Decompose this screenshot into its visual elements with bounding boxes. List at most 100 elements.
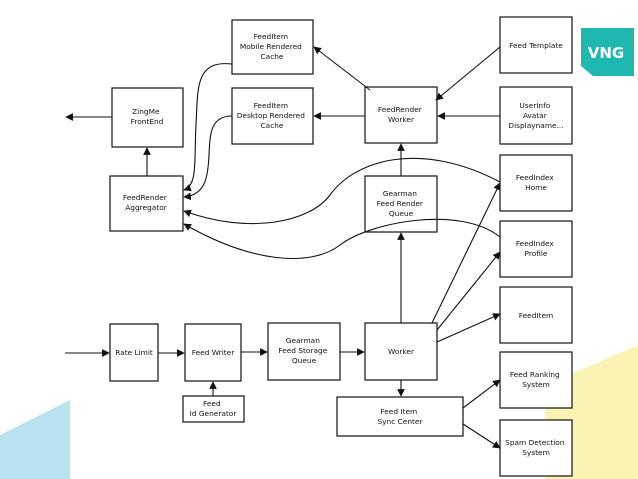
curve-home-to-aggregator [183,157,501,225]
node-label-line: Feed Item [380,407,417,416]
node-label-line: FeedItem [519,311,553,320]
node-userinfo: UserInfo Avatar Displayname... [499,86,573,145]
node-label-line: Id Generator [190,409,238,418]
node-label-line: Mobile Rendered [240,42,302,51]
node-label-line: Worker [388,115,415,124]
node-label-line: Cache [261,121,284,130]
node-label-line: Desktop Rendered [237,111,306,120]
node-label-line: Feed Storage [278,346,327,355]
node-feedrender-aggregator-box [109,175,184,232]
node-label-line: Rate Limit [115,348,153,357]
node-label-line: Feed Ranking [510,370,560,379]
arrow-sync-to-ranking [462,379,501,409]
node-gearman-render-queue: Gearman Feed Render Queue [364,175,438,233]
node-label-line: FeedItem [254,32,288,41]
node-sync-center: Feed Item Sync Center [336,396,464,437]
arrow-worker-to-mobile-cache [313,46,371,91]
node-label-line: FeedRender [378,105,423,114]
node-feedindex-home-label: FeedIndex Home [516,173,556,192]
node-label-line: FrontEnd [131,117,164,126]
decor-left-shape [0,400,70,479]
node-label-line: FeedItem [254,101,288,110]
node-label-line: Home [525,183,547,192]
node-worker-box [364,322,438,381]
node-feed-ranking-label: Feed Ranking System [510,370,562,389]
node-zingme-frontend-label: ZingMe FrontEnd [131,107,164,126]
node-label-line: Worker [388,347,415,356]
node-label-line: Avatar [523,111,548,120]
node-id-generator-label: Feed Id Generator [190,399,238,418]
node-worker-label: Worker [388,347,415,356]
node-gearman-render-queue-label: Gearman Feed Render Queue [377,189,426,218]
node-label-line: ZingMe [132,107,160,116]
node-worker: Worker [364,322,438,381]
node-feed-writer: Feed Writer [184,323,242,382]
curve-profile-to-aggregator [183,218,501,259]
curve-mobile-cache-to-aggregator [183,63,233,192]
node-feedrender-worker-box [364,86,438,144]
arrow-template-to-worker [435,46,501,101]
node-feeditem-box [499,286,573,344]
node-label-line: Queue [292,356,317,365]
node-feedindex-home-box [499,154,573,212]
node-label-line: Cache [261,52,284,61]
node-label-line: System [522,380,550,389]
node-gearman-storage-queue-box [267,322,341,381]
node-label-line: Gearman [286,336,320,345]
node-rate-limit-box [109,323,159,382]
node-label-line: Aggregator [125,203,168,212]
node-label-line: Queue [389,209,414,218]
node-sync-center-box [336,396,464,437]
node-desktop-cache-box [231,87,314,145]
node-feeditem: FeedItem [499,286,573,344]
node-sync-center-label: Feed Item Sync Center [377,407,423,426]
node-feedindex-profile: FeedIndex Profile [499,220,573,278]
node-gearman-storage-queue: Gearman Feed Storage Queue [267,322,341,381]
edges [65,46,501,449]
vng-logo-text: VNG [588,44,624,62]
node-mobile-cache-label: FeedItem Mobile Rendered Cache [240,32,304,61]
node-gearman-storage-queue-label: Gearman Feed Storage Queue [278,336,329,365]
node-spam-detection: Spam Detection System [499,419,573,477]
node-feed-template: Feed Template [499,16,573,74]
node-label-line: System [522,448,550,457]
node-zingme-frontend: ZingMe FrontEnd [111,87,184,148]
node-feeditem-label: FeedItem [519,311,553,320]
node-feedrender-worker: FeedRender Worker [364,86,438,144]
node-label-line: FeedIndex [516,239,555,248]
node-userinfo-box [499,86,573,145]
node-label-line: FeedIndex [516,173,555,182]
arrow-worker-to-home [431,182,501,324]
node-feed-ranking-box [499,351,573,409]
node-feedrender-aggregator: FeedRender Aggregator [109,175,184,232]
node-label-line: Displayname... [508,121,563,130]
arrow-worker-to-profile [436,251,501,331]
node-feed-writer-label: Feed Writer [192,348,235,357]
node-rate-limit-label: Rate Limit [115,348,153,357]
node-feedindex-home: FeedIndex Home [499,154,573,212]
node-feedindex-profile-box [499,220,573,278]
node-label-line: Feed Writer [192,348,235,357]
node-feedindex-profile-label: FeedIndex Profile [516,239,556,258]
node-feed-template-label: Feed Template [509,41,563,50]
node-label-line: Feed [203,399,221,408]
arrow-sync-to-spam [462,423,501,449]
node-rate-limit: Rate Limit [109,323,159,382]
node-label-line: FeedRender [123,193,168,202]
node-id-generator: Feed Id Generator [182,395,245,423]
node-desktop-cache-label: FeedItem Desktop Rendered Cache [237,101,308,130]
node-feed-template-box [499,16,573,74]
node-feedrender-aggregator-label: FeedRender Aggregator [123,193,169,212]
node-userinfo-label: UserInfo Avatar Displayname... [508,101,563,130]
vng-logo: VNG [581,28,634,76]
node-feed-ranking: Feed Ranking System [499,351,573,409]
vng-logo-badge [581,28,634,76]
node-desktop-cache: FeedItem Desktop Rendered Cache [231,87,314,145]
node-label-line: Profile [525,249,548,258]
curve-desktop-cache-to-aggregator [183,115,233,201]
node-label-line: Spam Detection [505,438,565,447]
node-mobile-cache-box [231,19,314,75]
node-label-line: UserInfo [519,101,550,110]
node-label-line: Feed Template [509,41,563,50]
